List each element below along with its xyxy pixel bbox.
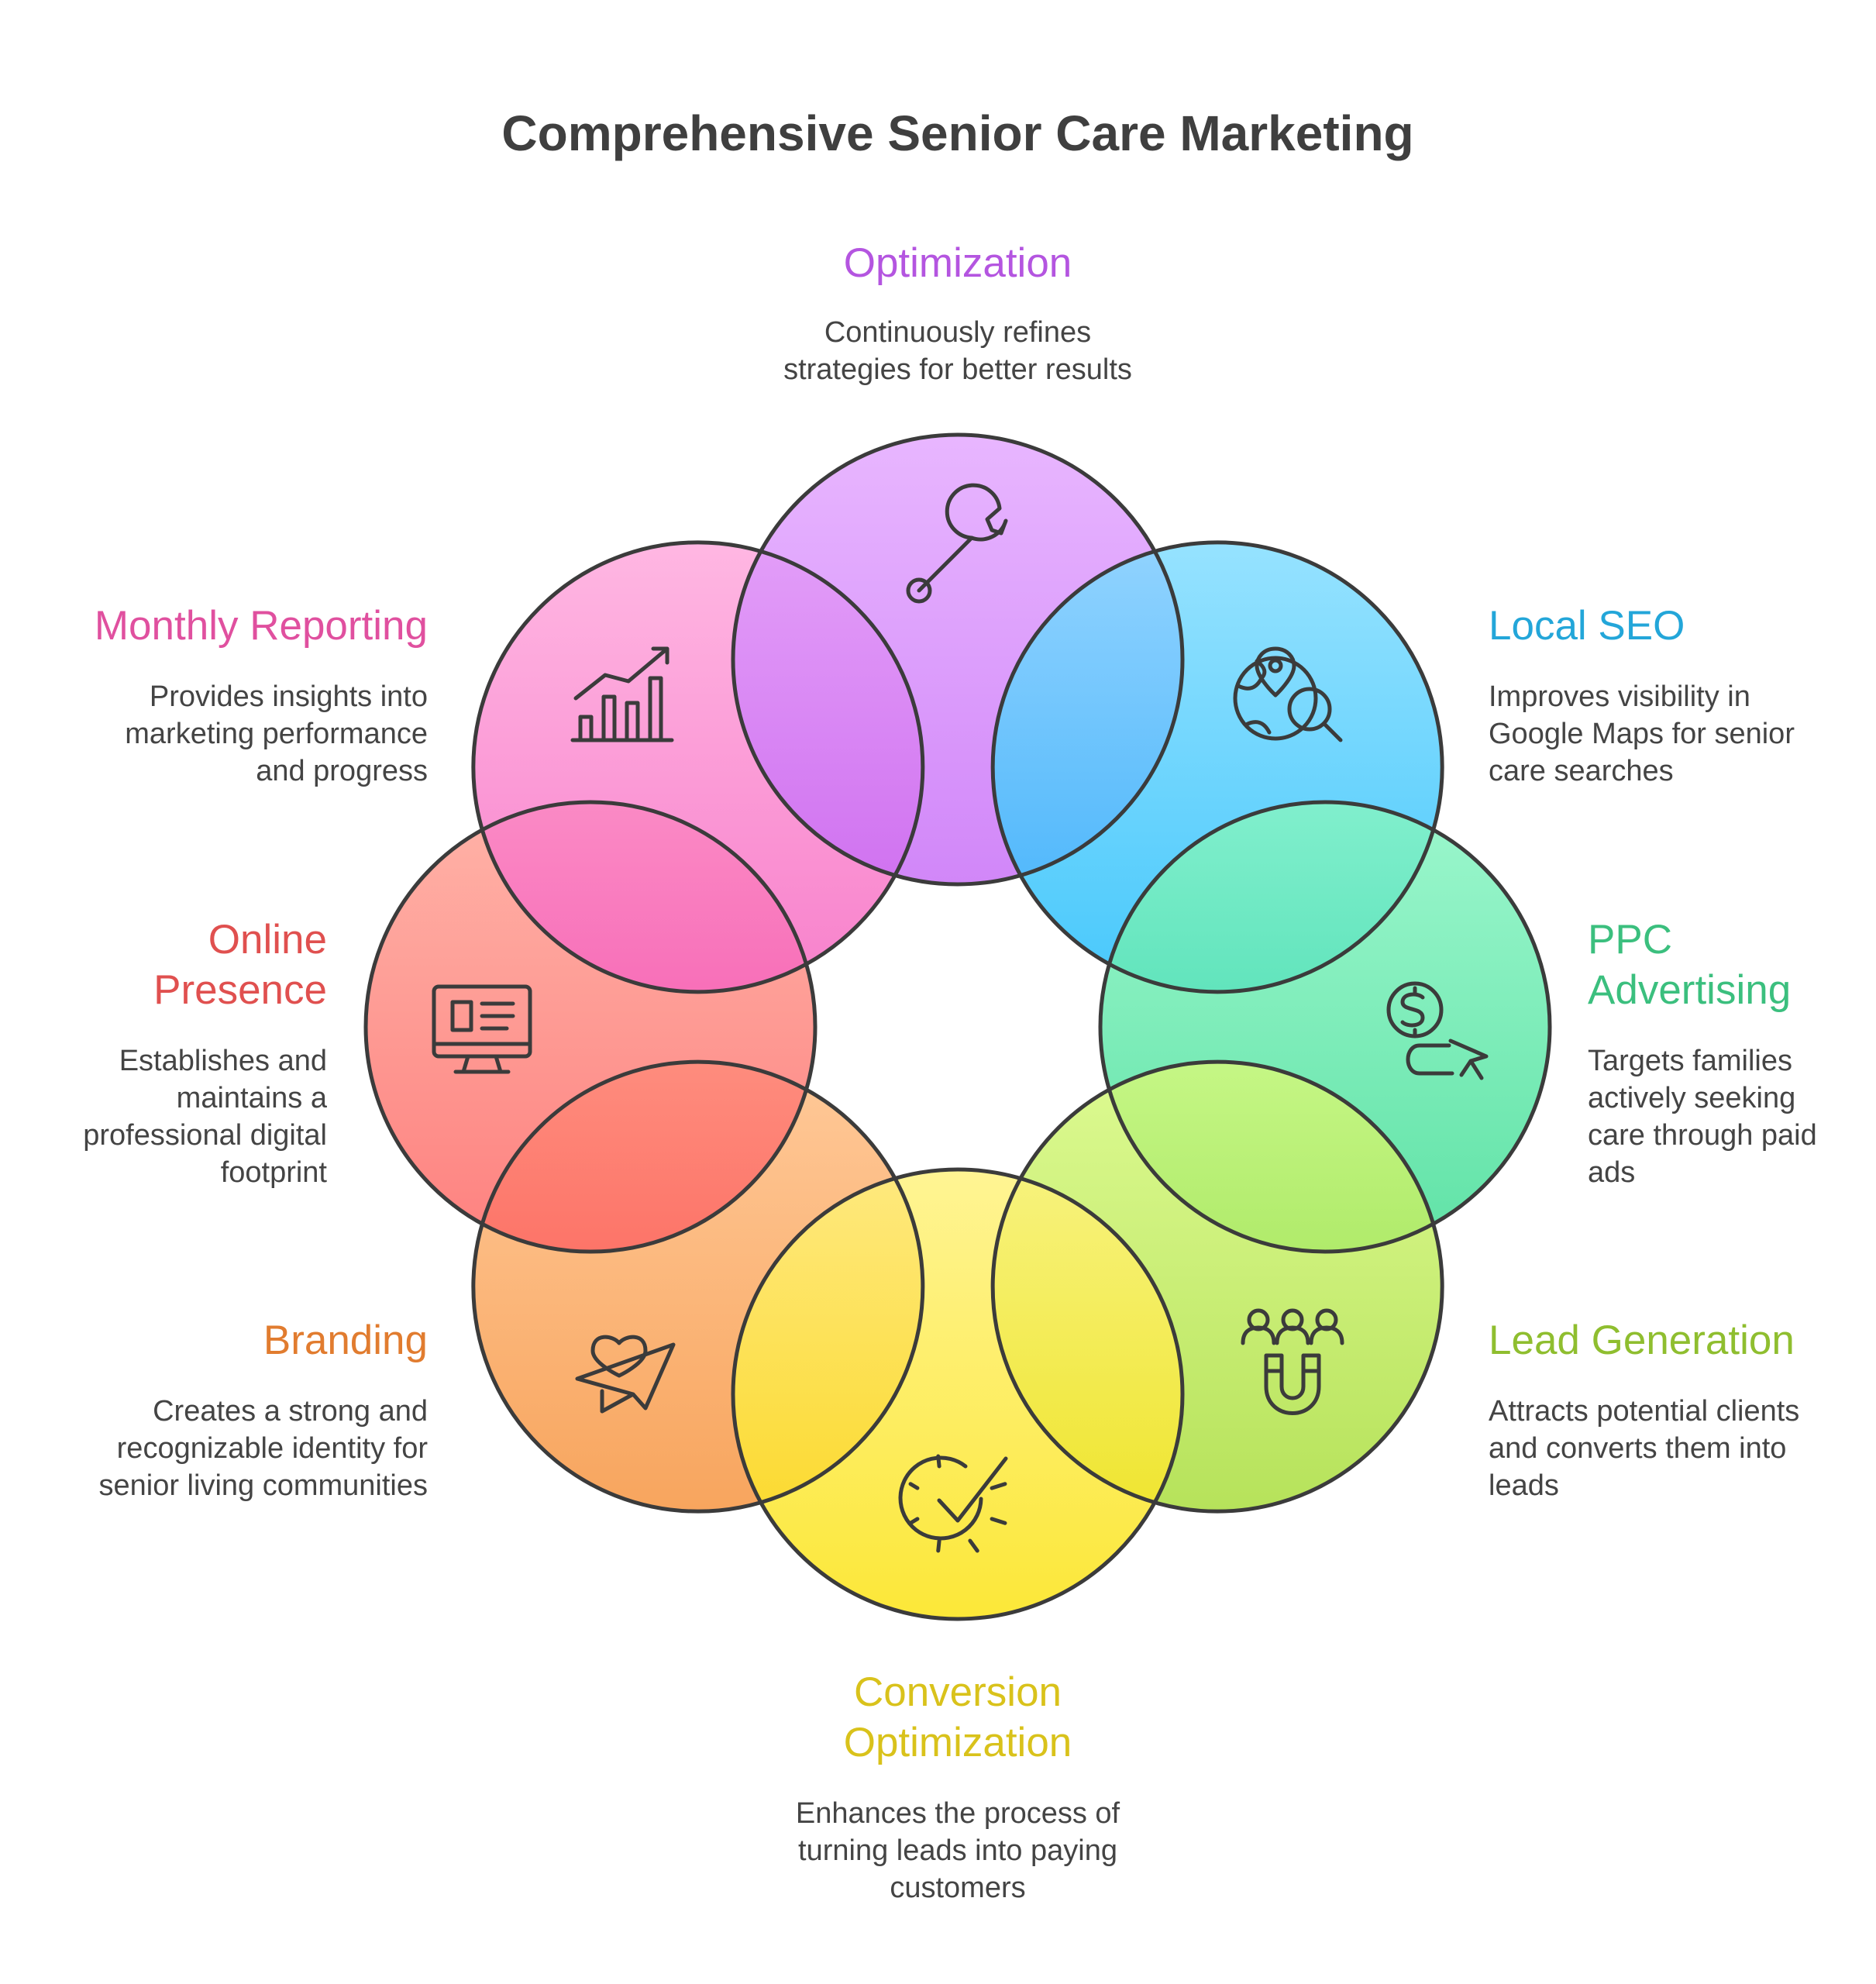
globe-search-icon	[1233, 646, 1343, 742]
ppc-advertising-circle-outline	[1098, 800, 1552, 1254]
optimization-description: Continuously refines	[824, 316, 1091, 349]
online-presence-description: professional digital	[83, 1119, 327, 1152]
conversion-optimization-description: Enhances the process of	[796, 1797, 1120, 1830]
local-seo-circle-outline	[990, 540, 1444, 994]
branding-circle-outline	[471, 1059, 925, 1514]
online-presence-circle-outline	[363, 800, 818, 1254]
optimization-title: Optimization	[844, 240, 1072, 286]
branding-description: Creates a strong and	[153, 1395, 428, 1428]
lead-generation-description: Attracts potential clients	[1489, 1395, 1799, 1428]
people-magnet-icon	[1241, 1308, 1344, 1415]
lead-generation-description: and converts them into	[1489, 1432, 1786, 1465]
gear-check-icon	[898, 1454, 1008, 1553]
online-presence-description: Establishes and	[119, 1045, 327, 1077]
local-seo-description: care searches	[1489, 755, 1674, 787]
local-seo-description: Google Maps for senior	[1489, 718, 1795, 750]
local-seo-label-group: Local SEO Improves visibility in Google Ma…	[1489, 603, 1795, 787]
dollar-click-icon	[1386, 981, 1489, 1080]
growth-chart-icon	[570, 646, 674, 742]
optimization-description: strategies for better results	[783, 353, 1132, 386]
local-seo-title: Local SEO	[1489, 603, 1685, 649]
segment-outlines	[363, 432, 1552, 1621]
conversion-optimization-title: Conversion	[854, 1669, 1062, 1715]
ppc-advertising-description: ads	[1588, 1156, 1635, 1189]
conversion-optimization-description: customers	[890, 1872, 1025, 1904]
branding-description: recognizable identity for	[117, 1432, 429, 1465]
monthly-reporting-circle-outline	[471, 540, 925, 994]
lead-generation-description: leads	[1489, 1469, 1559, 1502]
page-title: Comprehensive Senior Care Marketing	[501, 105, 1413, 161]
conversion-optimization-title: Optimization	[844, 1720, 1072, 1765]
ppc-advertising-description: actively seeking	[1588, 1082, 1795, 1114]
lead-generation-title: Lead Generation	[1489, 1318, 1795, 1363]
ppc-advertising-title: Advertising	[1588, 967, 1791, 1013]
heart-plane-icon	[575, 1335, 676, 1414]
local-seo-description: Improves visibility in	[1489, 680, 1750, 713]
monthly-reporting-description: and progress	[256, 755, 428, 787]
conversion-optimization-circle	[733, 1169, 1182, 1619]
optimization-circle-outline	[731, 432, 1185, 887]
lead-generation-circle-outline	[990, 1059, 1444, 1514]
branding-description: senior living communities	[99, 1469, 429, 1502]
branding-title: Branding	[263, 1318, 428, 1363]
ppc-advertising-description: Targets families	[1588, 1045, 1792, 1077]
wrench-icon	[906, 483, 1008, 604]
monthly-reporting-description: marketing performance	[125, 718, 428, 750]
segment-icons	[432, 483, 1489, 1553]
monitor-icon	[432, 984, 532, 1074]
conversion-optimization-description: turning leads into paying	[798, 1834, 1117, 1867]
monthly-reporting-description: Provides insights into	[150, 680, 428, 713]
segment-rings	[366, 435, 1550, 1619]
online-presence-description: footprint	[221, 1156, 328, 1189]
ppc-advertising-description: care through paid	[1588, 1119, 1817, 1152]
online-presence-title: Presence	[153, 967, 327, 1013]
conversion-optimization-circle-outline	[731, 1167, 1185, 1621]
ppc-advertising-title: PPC	[1588, 917, 1672, 963]
online-presence-description: maintains a	[177, 1082, 328, 1114]
monthly-reporting-title: Monthly Reporting	[95, 603, 428, 649]
online-presence-title: Online	[208, 917, 327, 963]
